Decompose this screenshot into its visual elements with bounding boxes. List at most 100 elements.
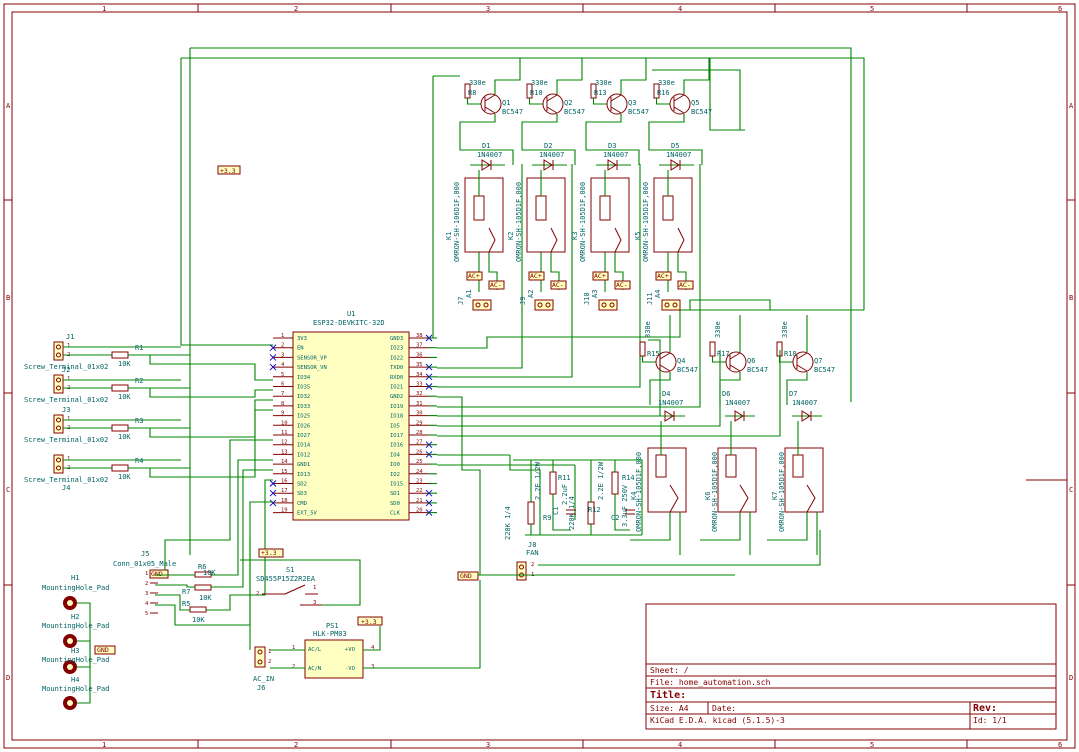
u1-pin-name: IO34 xyxy=(297,375,311,381)
c2-ref: C2 xyxy=(611,514,619,522)
tool-field: KiCad E.D.A. kicad (5.1.5)-3 xyxy=(650,716,785,725)
resistor-ref: R17 xyxy=(717,350,730,358)
hole-ref: H3 xyxy=(71,647,79,655)
svg-text:3: 3 xyxy=(313,600,316,606)
hole-value: MountingHole_Pad xyxy=(42,656,109,664)
title-block: Sheet: / File: home_automation.sch Title… xyxy=(645,603,1057,730)
relay-value: OMRON-SH-106D1F,000 xyxy=(453,182,461,262)
svg-text:1: 1 xyxy=(67,376,70,382)
ac-plus-label: AC+ xyxy=(594,272,606,280)
relay-body xyxy=(784,447,824,513)
u1-pin-number: 13 xyxy=(281,449,288,455)
output-connector xyxy=(661,299,681,311)
relay-value: OMRON-SH-105D1F,000 xyxy=(711,452,719,532)
u1-pin-number: 12 xyxy=(281,440,288,446)
connector-ref: J11 xyxy=(646,292,654,305)
u1-pin-name: IO13 xyxy=(297,472,310,478)
diode-value: 1N4007 xyxy=(658,399,683,407)
u1-pin-name: GND3 xyxy=(390,336,403,342)
ps1-ref: PS1 xyxy=(326,622,339,630)
r12-value: 220K 1/4 xyxy=(568,496,576,530)
screw-terminal xyxy=(53,414,64,434)
u1-pin-number: 19 xyxy=(281,508,288,514)
ps1-pin-acn: AC/N xyxy=(308,666,321,672)
resistor-ref: R18 xyxy=(784,350,797,358)
resistor-value: 330e xyxy=(658,79,675,87)
r5-ref: R5 xyxy=(182,600,190,608)
u1-pin-number: 6 xyxy=(281,382,284,388)
u1-pin-name: SD2 xyxy=(297,482,307,488)
svg-text:2: 2 xyxy=(531,562,534,568)
diode-ref: D4 xyxy=(662,390,670,398)
screw-terminal xyxy=(53,454,64,474)
ac-minus-label: AC- xyxy=(616,281,628,289)
relay-ref: K2 xyxy=(507,232,515,240)
gnd-label-box xyxy=(457,571,479,581)
col-label: 2 xyxy=(294,741,298,749)
id-field: Id: 1/1 xyxy=(973,716,1007,725)
resistor-ref: R3 xyxy=(135,417,143,425)
relay-ref: K5 xyxy=(634,232,642,240)
svg-text:2: 2 xyxy=(292,664,295,670)
row-label: D xyxy=(1069,674,1073,682)
u1-pin-number: 21 xyxy=(416,498,423,504)
u1-pin-number: 31 xyxy=(416,401,423,407)
diode-ref: D3 xyxy=(608,142,616,150)
r9-body xyxy=(527,501,535,525)
ps1-pin-vo-plus: +VO xyxy=(345,647,355,653)
u1-pin-name: IO16 xyxy=(390,443,403,449)
col-label: 3 xyxy=(486,741,490,749)
relay-body xyxy=(464,177,504,253)
screw-terminal xyxy=(53,374,64,394)
u1-pin-number: 18 xyxy=(281,498,288,504)
ac-plus-label: AC+ xyxy=(657,272,669,280)
u1-pin-number: 11 xyxy=(281,430,288,436)
relay-value: OMRON-SH-105D1F,000 xyxy=(778,452,786,532)
u1-pin-name: IO25 xyxy=(297,414,310,420)
relay-value: OMRON-SH-105D1F,000 xyxy=(515,182,523,262)
u1-pin-number: 32 xyxy=(416,391,423,397)
resistor-value: 330e xyxy=(781,321,789,338)
svg-text:1: 1 xyxy=(313,585,316,591)
output-connector xyxy=(598,299,618,311)
u1-pin-name: IO19 xyxy=(390,404,403,410)
r12-ref: R12 xyxy=(588,506,601,514)
relay-body xyxy=(653,177,693,253)
resistor-value: 330e xyxy=(595,79,612,87)
col-label: 3 xyxy=(486,5,490,13)
transistor-ref: Q5 xyxy=(691,99,699,107)
transistor-ref: Q1 xyxy=(502,99,510,107)
u1-pin-number: 30 xyxy=(416,411,423,417)
output-label: A2 xyxy=(527,290,535,298)
u1-pin-number: 8 xyxy=(281,401,284,407)
v33-label-box xyxy=(258,548,284,558)
j5-ref: J5 xyxy=(141,550,149,558)
transistor-value: BC547 xyxy=(502,108,523,116)
r7-value: 10K xyxy=(199,594,212,602)
u1-pin-name: SD3 xyxy=(297,491,307,497)
r9-ref: R9 xyxy=(543,514,551,522)
hole-ref: H2 xyxy=(71,613,79,621)
row-label: B xyxy=(1069,294,1073,302)
resistor-ref: R16 xyxy=(657,89,670,97)
output-connector xyxy=(534,299,554,311)
mounting-holes: H1MountingHole_PadH2MountingHole_PadH3Mo… xyxy=(42,574,109,710)
j5-pin-number: 5 xyxy=(145,611,148,617)
col-label: 4 xyxy=(678,5,682,13)
u1-pin-name: RXD0 xyxy=(390,375,403,381)
relay-value: OMRON-SH-105D1F,000 xyxy=(635,452,643,532)
sheet-border: 1 2 3 4 5 6 1 2 3 4 5 6 A B C D A B C D xyxy=(3,3,1076,749)
diode-value: 1N4007 xyxy=(666,151,691,159)
transistor-value: BC547 xyxy=(814,366,835,374)
v33-label: +3.3 xyxy=(361,618,377,626)
u1-pin-name: IO4 xyxy=(390,452,401,458)
u1-pin-name: EN xyxy=(297,346,304,352)
diode-value: 1N4007 xyxy=(725,399,750,407)
u1-pin-name: SENSOR_VN xyxy=(297,365,327,371)
u1-pin-number: 26 xyxy=(416,449,423,455)
relay-ref: K7 xyxy=(771,492,779,500)
u1-pin-name: IO32 xyxy=(297,394,310,400)
r6-value: 10K xyxy=(203,569,216,577)
